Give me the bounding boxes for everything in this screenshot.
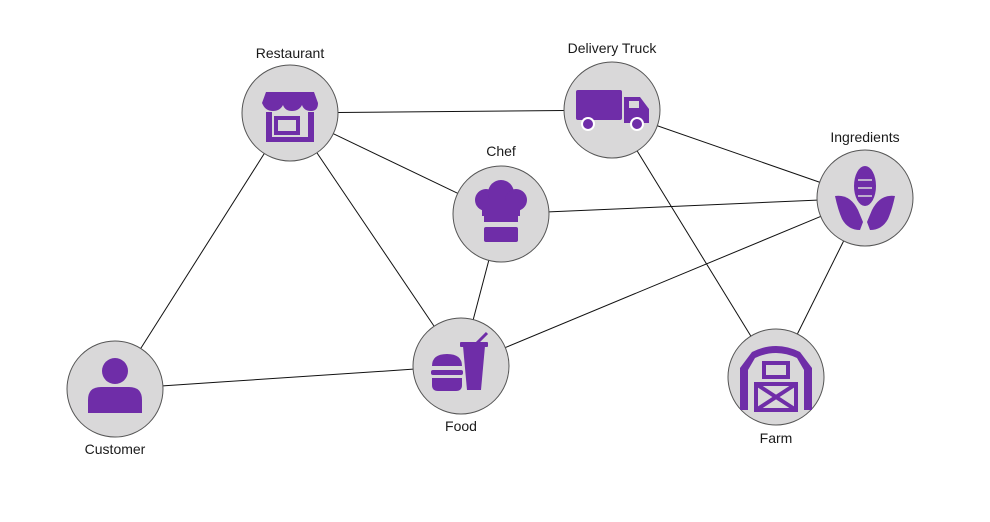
edge-truck-ingredients bbox=[657, 125, 820, 183]
edge-food-ingredients bbox=[505, 215, 821, 349]
edge-chef-ingredients bbox=[548, 199, 818, 213]
edge-ingredients-farm bbox=[796, 240, 845, 335]
node-chef: Chef bbox=[452, 143, 550, 263]
node-farm: Farm bbox=[727, 328, 825, 446]
node-label-restaurant: Restaurant bbox=[256, 45, 325, 61]
corn-icon bbox=[835, 166, 895, 230]
edge-restaurant-truck bbox=[337, 109, 565, 114]
node-circle bbox=[241, 64, 339, 162]
storefront-icon bbox=[262, 92, 318, 142]
person-icon bbox=[88, 358, 142, 413]
barn-icon bbox=[740, 346, 812, 412]
node-label-ingredients: Ingredients bbox=[830, 129, 899, 145]
node-food: Food bbox=[412, 317, 510, 434]
node-label-chef: Chef bbox=[486, 143, 516, 159]
edge-restaurant-food bbox=[316, 152, 435, 327]
node-restaurant: Restaurant bbox=[241, 45, 339, 162]
edge-truck-farm bbox=[636, 150, 752, 337]
edge-chef-food bbox=[472, 260, 490, 320]
node-ingredients: Ingredients bbox=[816, 129, 914, 247]
edge-customer-food bbox=[162, 368, 414, 387]
delivery-truck-icon bbox=[576, 90, 649, 131]
chef-hat-icon bbox=[475, 180, 527, 242]
node-label-farm: Farm bbox=[760, 430, 793, 446]
node-delivery-truck: Delivery Truck bbox=[563, 40, 661, 159]
node-customer: Customer bbox=[66, 340, 164, 457]
node-label-customer: Customer bbox=[85, 441, 146, 457]
edge-restaurant-customer bbox=[140, 153, 265, 349]
node-label-food: Food bbox=[445, 418, 477, 434]
edge-layer bbox=[140, 109, 845, 387]
edge-restaurant-chef bbox=[333, 133, 458, 194]
node-label-delivery-truck: Delivery Truck bbox=[568, 40, 658, 56]
burger-drink-icon bbox=[431, 331, 489, 391]
